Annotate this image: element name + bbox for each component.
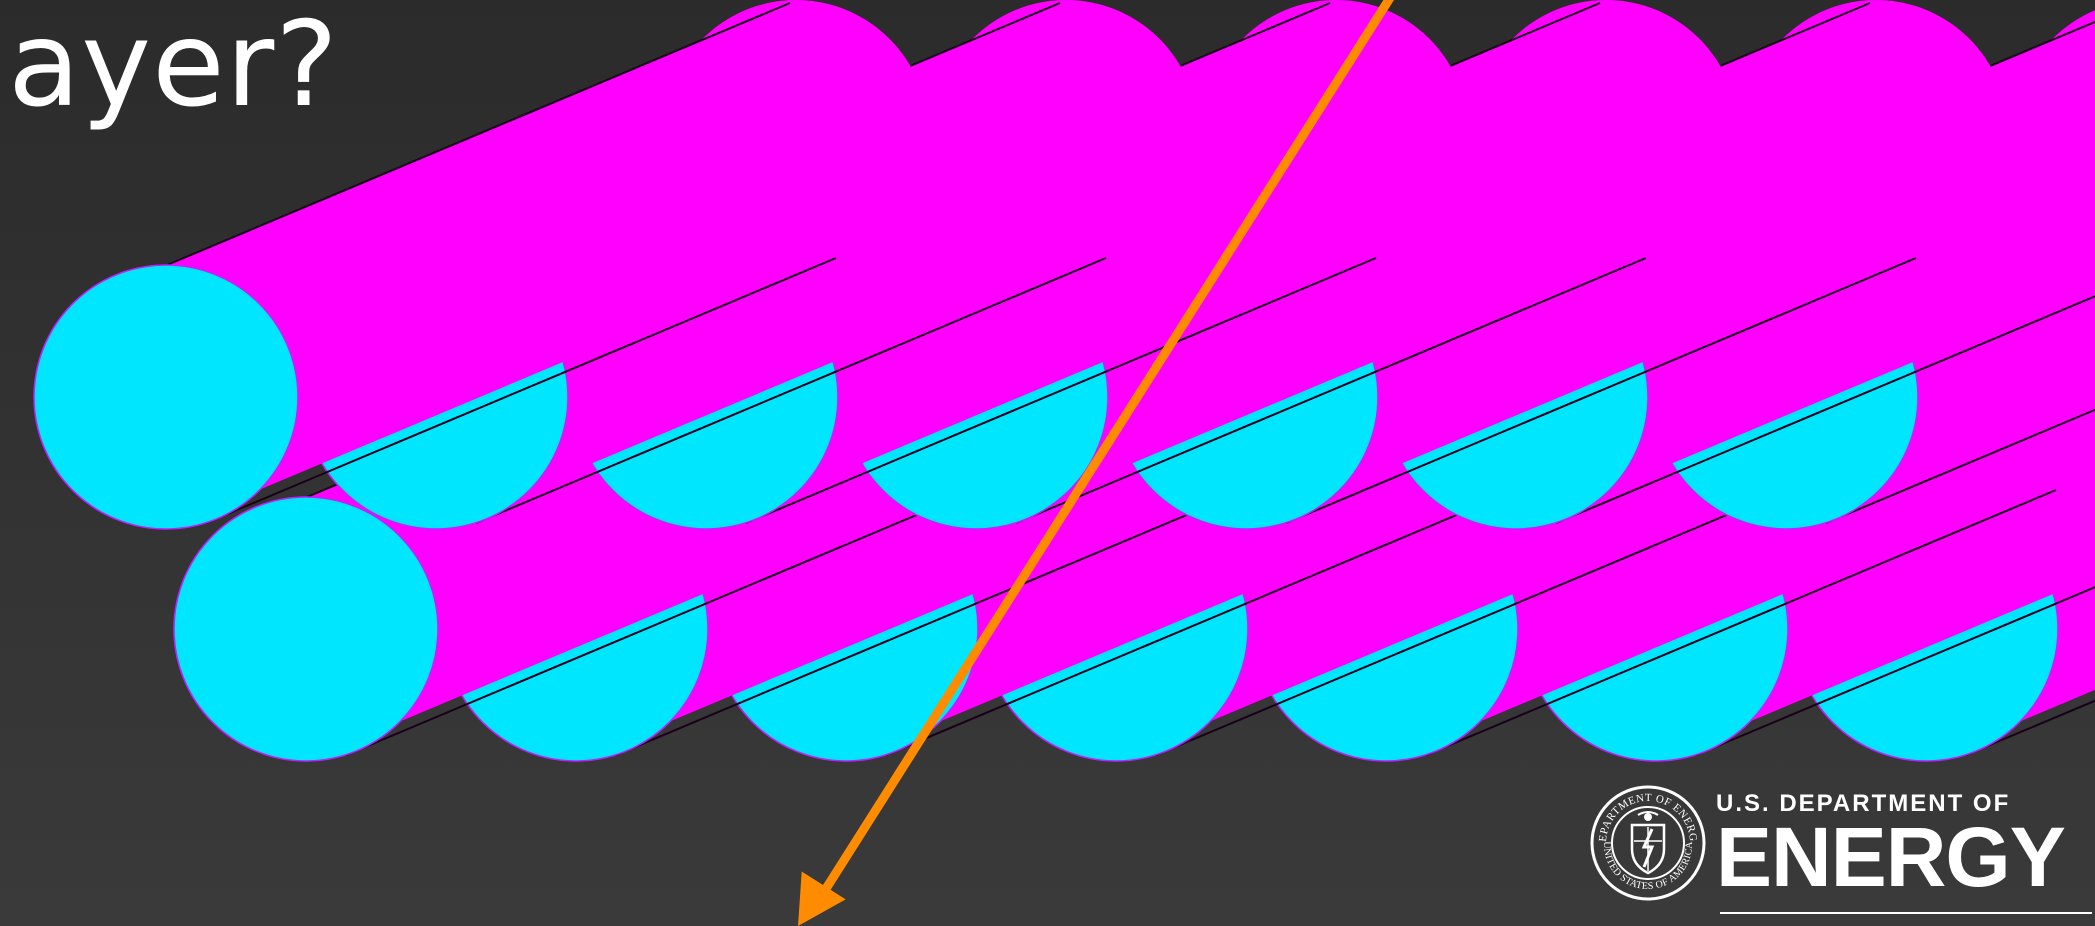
tube-bottom-edge [1285, 257, 1917, 524]
tube-bottom-edge [205, 257, 837, 524]
tube-bottom-edge [1155, 489, 1787, 756]
tube-top-edge [159, 2, 791, 269]
arrow-head [798, 871, 846, 926]
logo-underline [1720, 912, 2092, 914]
tube-back-end [664, 0, 928, 264]
tube-bottom-edge [1425, 489, 2057, 756]
tube-front-end [33, 264, 299, 530]
tube-bottom-edge [885, 489, 1517, 756]
tube-bottom-edge [345, 489, 977, 756]
tube-bottom-edge [1015, 257, 1647, 524]
arrow-layer [798, 0, 1394, 926]
tube-top-1 [33, 0, 928, 530]
tube-back-end [2014, 10, 2095, 254]
tube-bottom-edge [1695, 586, 2095, 756]
tube-front-end [173, 496, 439, 762]
tube-bottom-edge [1555, 295, 2095, 524]
doe-logo: U.S. DEPARTMENT OF ENERGY [1716, 790, 2066, 904]
arrow-shaft [818, 0, 1394, 898]
tube-bottom-edge [475, 257, 1107, 524]
doe-seal-icon: DEPARTMENT OF ENERGY UNITED STATES OF AM… [1588, 783, 1706, 901]
tube-bottom-edge [745, 257, 1377, 524]
tube-bottom-edge [1825, 408, 2095, 524]
tube-back-end [1744, 0, 2008, 264]
slide-title: ayer? [8, 0, 339, 133]
tube-back-end [1204, 0, 1468, 264]
doe-logo-line1: U.S. DEPARTMENT OF [1716, 790, 2011, 817]
doe-logo-line2: ENERGY [1716, 810, 2066, 904]
tube-bottom-edge [615, 489, 1247, 756]
tube-back-end [934, 0, 1198, 264]
tubes-layer [33, 0, 2095, 762]
tube-bottom-edge [1965, 699, 2095, 756]
tube-back-end [1474, 0, 1738, 264]
